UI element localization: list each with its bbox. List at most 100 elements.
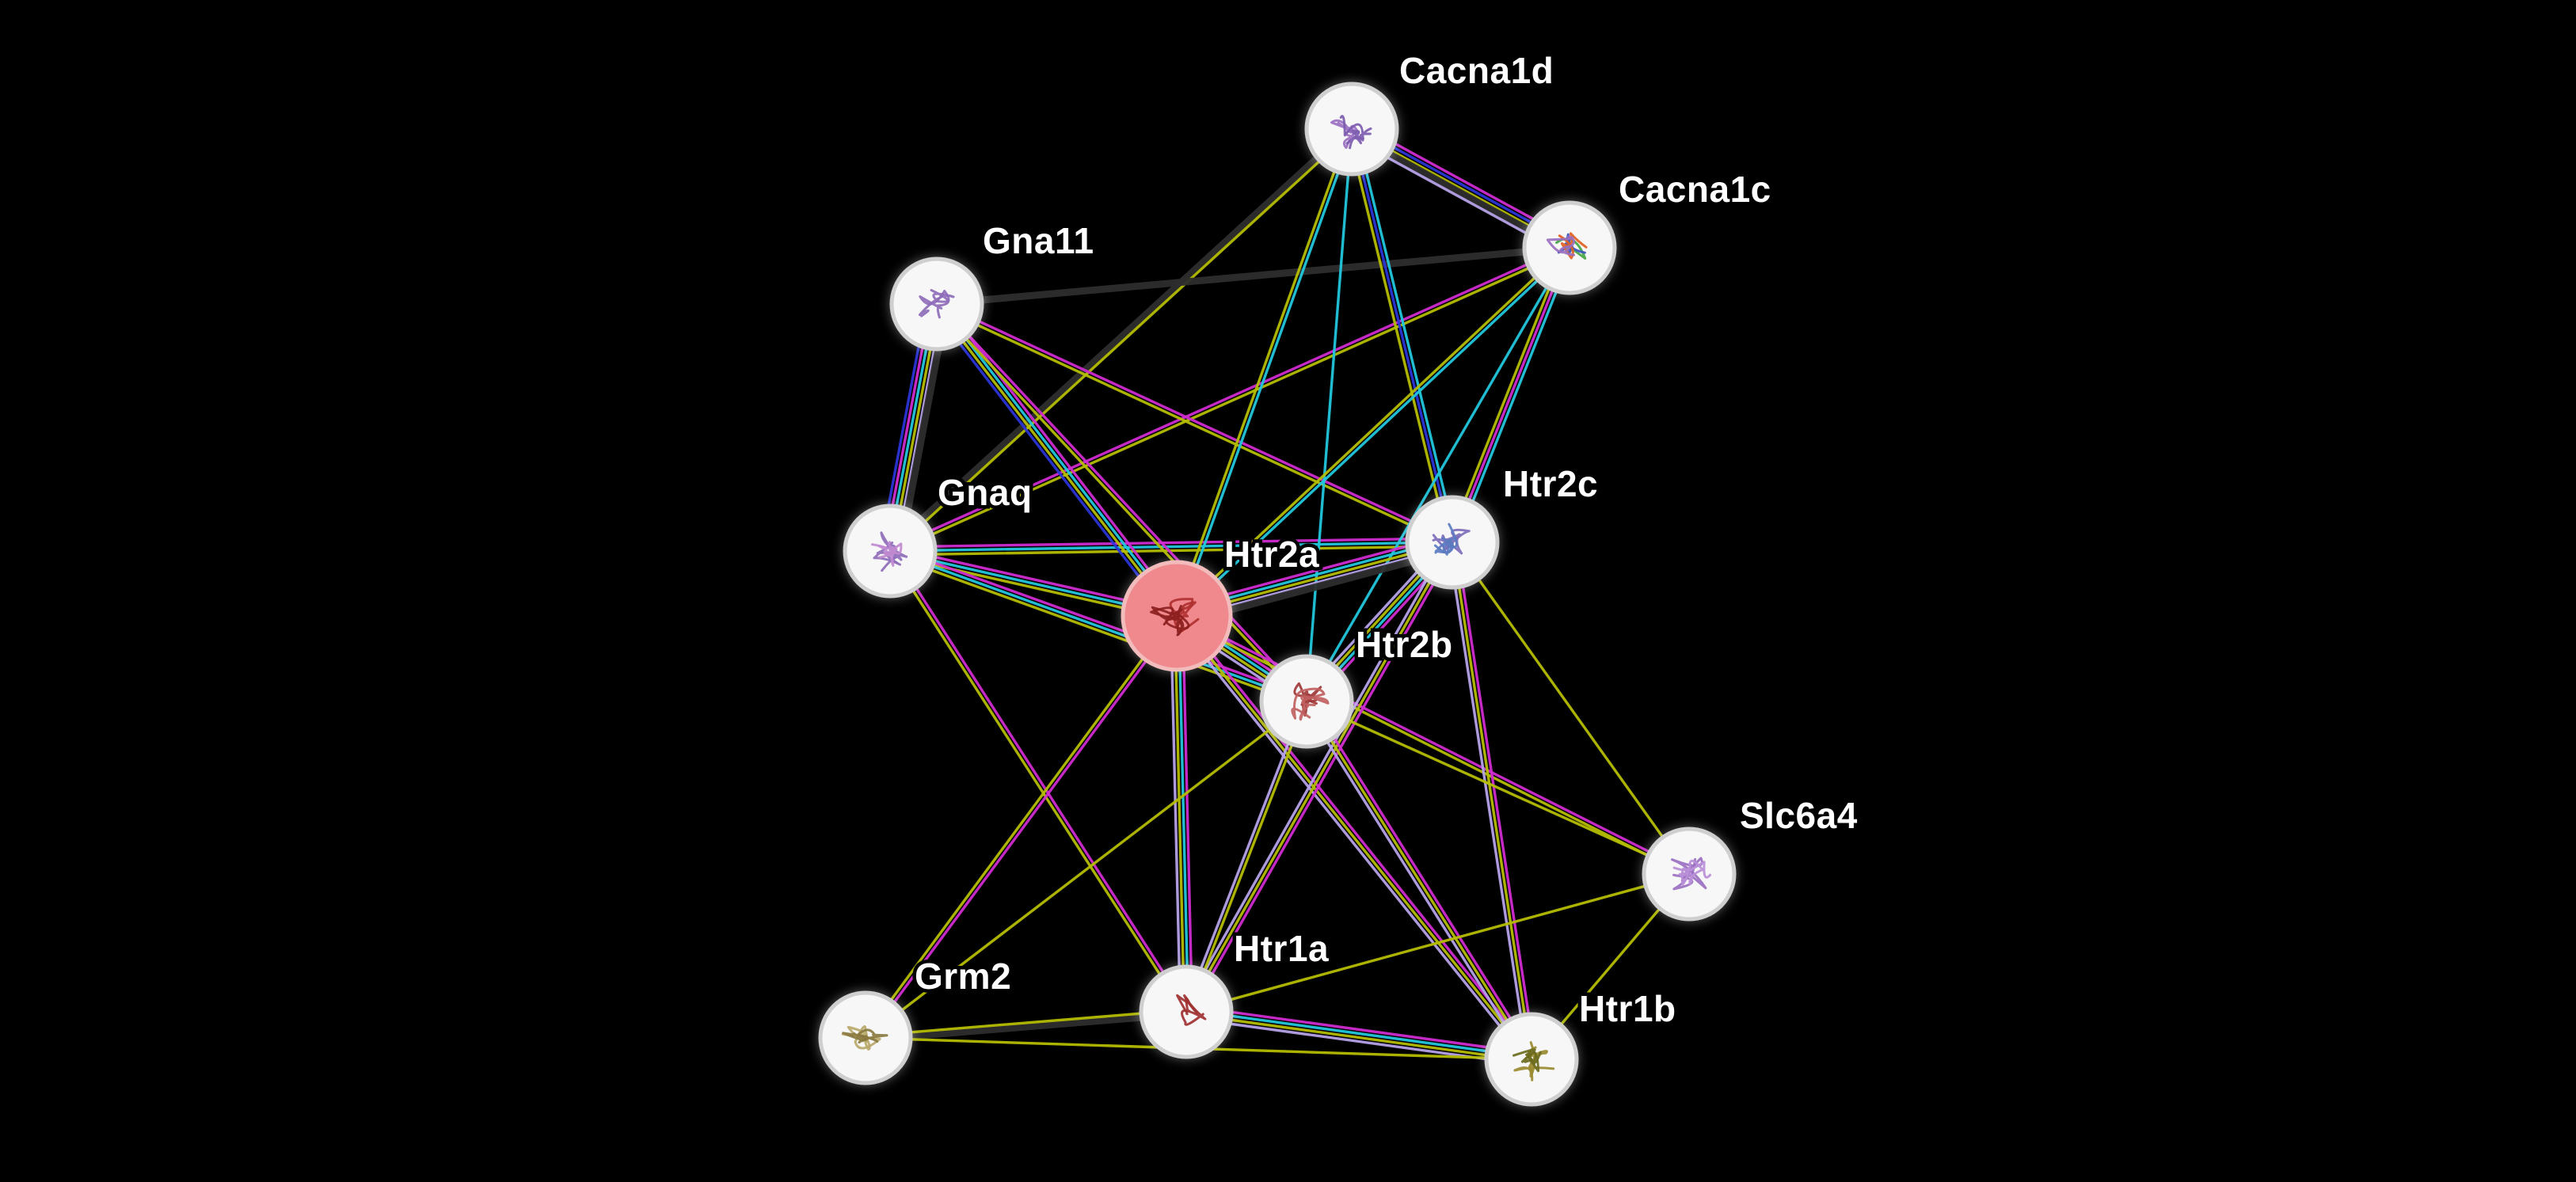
edge-Gna11-Htr2c[interactable] bbox=[934, 301, 1455, 545]
edge-evidence-line-experiments bbox=[936, 301, 1455, 542]
structure-stroke bbox=[1176, 994, 1198, 1016]
edge-Gnaq-Cacna1c[interactable] bbox=[888, 245, 1572, 554]
label-layer: Cacna1dCacna1cGna11GnaqHtr2aHtr2cHtr2bSl… bbox=[911, 47, 1861, 1033]
protein-structure-thumbnail bbox=[918, 289, 955, 319]
structure-stroke bbox=[1345, 129, 1362, 150]
node-Cacna1c[interactable] bbox=[1522, 200, 1617, 295]
edge-Htr1a-Grm2[interactable] bbox=[862, 1008, 1190, 1043]
edge-Htr2a-Htr1b[interactable] bbox=[1172, 612, 1536, 1063]
edge-evidence-line-textmining bbox=[864, 700, 1308, 1039]
edge-Htr2c-Htr1a[interactable] bbox=[1181, 538, 1458, 1016]
protein-structure-thumbnail bbox=[1150, 598, 1200, 637]
edge-Cacna1d-Htr2c[interactable] bbox=[1346, 127, 1458, 545]
edge-evidence-line-experiments bbox=[1455, 540, 1537, 1060]
protein-structure-thumbnail bbox=[1512, 1041, 1555, 1081]
edge-evidence-line-textmining bbox=[1173, 127, 1352, 617]
edge-Htr2b-Htr1b[interactable] bbox=[1302, 697, 1536, 1063]
node-label-Htr2a: Htr2a bbox=[1224, 534, 1319, 575]
edge-evidence-line-experiments bbox=[890, 548, 1189, 1013]
structure-stroke bbox=[1524, 1041, 1548, 1077]
structure-stroke bbox=[1558, 232, 1588, 260]
edge-evidence-line-homology bbox=[1302, 702, 1530, 1063]
node-Htr1a[interactable] bbox=[1139, 964, 1234, 1059]
node-Gnaq[interactable] bbox=[843, 504, 938, 599]
edge-evidence-line-textmining bbox=[934, 304, 1307, 705]
edge-evidence-line-experiments bbox=[1178, 612, 1536, 1058]
edge-evidence-line-databases bbox=[1305, 246, 1571, 703]
edge-Gna11-Htr2a[interactable] bbox=[930, 298, 1183, 621]
edge-evidence-line-textmining bbox=[1173, 614, 1186, 1013]
edge-Gnaq-Htr2c[interactable] bbox=[888, 537, 1454, 557]
edge-evidence-line-coexpression bbox=[862, 1010, 1190, 1043]
edge-evidence-line-homology bbox=[1169, 614, 1182, 1013]
protein-structure-thumbnail bbox=[1432, 523, 1471, 556]
edge-evidence-line-databases bbox=[937, 301, 1180, 617]
edge-Htr1a-Slc6a4[interactable] bbox=[1185, 872, 1691, 1013]
protein-structure-thumbnail bbox=[871, 531, 908, 572]
protein-structure-thumbnail bbox=[1330, 115, 1372, 150]
structure-stroke bbox=[1181, 997, 1207, 1026]
edge-evidence-line-textmining bbox=[887, 553, 1307, 707]
structure-stroke bbox=[1169, 598, 1194, 619]
edge-evidence-line-databases bbox=[888, 541, 1454, 553]
structure-stroke bbox=[1151, 606, 1190, 637]
edge-evidence-line-homology bbox=[1181, 538, 1451, 1012]
edge-Cacna1c-Htr2b[interactable] bbox=[1305, 246, 1571, 703]
edge-evidence-line-textmining bbox=[1185, 541, 1454, 1013]
edge-Htr1a-Htr1b[interactable] bbox=[1184, 1004, 1534, 1067]
edge-evidence-line-textmining bbox=[1451, 541, 1533, 1061]
edge-Cacna1c-Htr2a[interactable] bbox=[1174, 245, 1573, 619]
node-Htr2b[interactable] bbox=[1259, 654, 1354, 749]
edge-evidence-line-databases bbox=[1176, 248, 1573, 619]
edge-evidence-line-experiments bbox=[940, 298, 1183, 614]
edge-evidence-line-coexpression bbox=[885, 124, 1354, 553]
node-Cacna1d[interactable] bbox=[1304, 82, 1399, 177]
node-Htr2c[interactable] bbox=[1405, 495, 1500, 590]
node-Slc6a4[interactable] bbox=[1642, 827, 1737, 922]
structure-stroke bbox=[1299, 695, 1330, 721]
node-label-Cacna1c: Cacna1c bbox=[1619, 169, 1771, 210]
protein-structure-thumbnail bbox=[841, 1025, 888, 1051]
edge-evidence-line-databases bbox=[1185, 1008, 1534, 1059]
edge-Htr2a-Htr1a[interactable] bbox=[1169, 614, 1194, 1013]
edge-Cacna1d-Htr2b[interactable] bbox=[1305, 127, 1353, 703]
edge-evidence-line-experiments bbox=[1176, 613, 1691, 874]
edge-evidence-line-databases bbox=[1177, 614, 1190, 1013]
edge-evidence-line-textmining bbox=[889, 129, 1355, 554]
node-Htr1b[interactable] bbox=[1484, 1012, 1579, 1107]
node-circle bbox=[889, 257, 984, 352]
edge-Gnaq-Htr2b[interactable] bbox=[887, 545, 1310, 707]
protein-structure-thumbnail bbox=[1546, 232, 1588, 260]
edge-Gna11-Cacna1c[interactable] bbox=[933, 244, 1573, 308]
node-Grm2[interactable] bbox=[818, 990, 913, 1085]
edge-evidence-line-textmining bbox=[1185, 872, 1691, 1013]
edge-Htr2b-Slc6a4[interactable] bbox=[1305, 700, 1691, 876]
structure-stroke bbox=[1434, 537, 1456, 554]
edge-evidence-line-cooccurrence bbox=[1350, 127, 1454, 544]
edge-Gna11-Htr2b[interactable] bbox=[934, 301, 1310, 705]
edge-evidence-line-databases bbox=[1305, 127, 1353, 703]
edge-Htr2c-Htr1b[interactable] bbox=[1447, 540, 1537, 1062]
protein-structure-thumbnail bbox=[1671, 857, 1712, 891]
edge-evidence-line-experiments bbox=[937, 301, 1310, 701]
edge-evidence-line-textmining bbox=[1346, 128, 1450, 545]
edge-Htr2b-Grm2[interactable] bbox=[864, 700, 1308, 1039]
node-Htr2a[interactable] bbox=[1121, 560, 1233, 672]
structure-stroke bbox=[847, 1025, 871, 1051]
edge-Cacna1c-Htr2c[interactable] bbox=[1447, 245, 1575, 545]
edge-Htr2c-Slc6a4[interactable] bbox=[1451, 541, 1691, 876]
node-label-Gnaq: Gnaq bbox=[938, 472, 1033, 513]
protein-structure-thumbnail bbox=[1291, 682, 1330, 721]
edge-Gnaq-Htr1a[interactable] bbox=[887, 548, 1189, 1015]
edge-Htr2b-Htr1a[interactable] bbox=[1182, 699, 1311, 1014]
node-label-Htr1a: Htr1a bbox=[1234, 928, 1329, 969]
edge-Gnaq-Cacna1d[interactable] bbox=[885, 124, 1355, 554]
edge-evidence-line-databases bbox=[888, 549, 1308, 703]
edge-evidence-line-databases bbox=[1177, 128, 1356, 618]
edge-Cacna1d-Htr2a[interactable] bbox=[1173, 127, 1356, 618]
edge-Htr2a-Slc6a4[interactable] bbox=[1174, 613, 1691, 877]
edge-Htr2a-Grm2[interactable] bbox=[862, 613, 1180, 1041]
node-Gna11[interactable] bbox=[889, 257, 984, 352]
